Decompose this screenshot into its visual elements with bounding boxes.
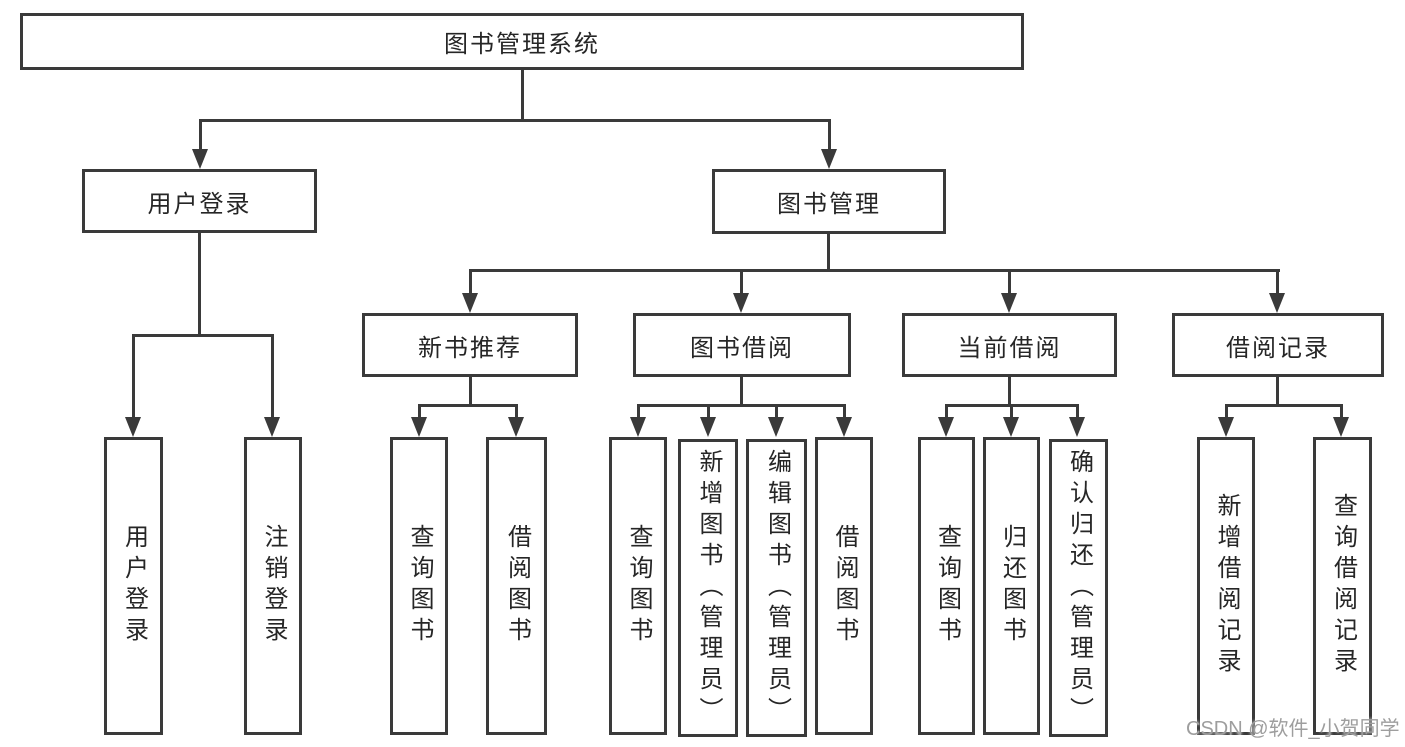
connector-line [828,119,831,151]
arrow-down-icon [125,417,141,437]
node-user-login: 用户登录 [82,169,317,233]
node-book-management: 图书管理 [712,169,946,234]
arrow-down-icon [938,417,954,437]
connector-line [827,234,830,272]
node-label: 查询图书 [625,524,652,648]
arrow-down-icon [1001,293,1017,313]
node-user-login-leaf: 用户登录 [104,437,163,735]
connector-line [515,404,518,419]
connector-line [1276,377,1279,407]
connector-line [418,404,518,407]
node-query-books-current: 查询图书 [918,437,975,735]
arrow-down-icon [733,293,749,313]
node-query-books-borrowing: 查询图书 [609,437,667,735]
node-query-borrow-record: 查询借阅记录 [1313,437,1372,735]
node-label: 图书管理 [777,191,881,218]
node-current-borrowing: 当前借阅 [902,313,1117,377]
node-label: 图书管理系统 [444,31,600,58]
connector-line [775,404,778,419]
arrow-down-icon [1269,293,1285,313]
connector-line [1225,404,1228,419]
connector-line [1008,269,1011,295]
node-label: 查询借阅记录 [1329,493,1357,679]
arrow-down-icon [1069,417,1085,437]
connector-line [1276,269,1279,295]
connector-line [843,404,846,419]
node-logout: 注销登录 [244,437,302,735]
connector-line [271,334,274,419]
node-new-book-recommendation: 新书推荐 [362,313,578,377]
connector-line [637,404,640,419]
connector-line [637,404,846,407]
node-return-books: 归还图书 [983,437,1040,735]
node-confirm-return-admin: 确认归还（管理员） [1049,439,1108,737]
arrow-down-icon [462,293,478,313]
connector-line [521,70,524,121]
node-label: 编辑图书（管理员） [763,448,791,728]
node-add-books-admin: 新增图书（管理员） [678,439,738,737]
connector-line [740,269,743,295]
node-edit-books-admin: 编辑图书（管理员） [746,439,807,737]
connector-line [1225,404,1343,407]
node-label: 查询图书 [406,524,433,648]
connector-line [1008,377,1011,407]
connector-line [1010,404,1013,419]
node-label: 查询图书 [933,524,961,648]
node-label: 借阅图书 [831,524,858,648]
node-library-management-system: 图书管理系统 [20,13,1024,70]
node-label: 用户登录 [120,524,148,648]
connector-line [469,269,1280,272]
connector-line [199,119,831,122]
arrow-down-icon [700,417,716,437]
node-label: 借阅图书 [503,524,531,648]
arrow-down-icon [192,149,208,169]
arrow-down-icon [630,417,646,437]
connector-line [1340,404,1343,419]
csdn-watermark: CSDN @软件_小贺同学 [1186,718,1400,740]
connector-line [132,334,135,419]
connector-line [707,404,710,419]
node-label: 新增图书（管理员） [695,448,722,728]
node-borrow-books-recommend: 借阅图书 [486,437,547,735]
arrow-down-icon [821,149,837,169]
arrow-down-icon [264,417,280,437]
arrow-down-icon [836,417,852,437]
arrow-down-icon [1218,417,1234,437]
arrow-down-icon [1333,417,1349,437]
node-label: 借阅记录 [1226,334,1330,362]
node-borrow-books-borrowing: 借阅图书 [815,437,873,735]
node-label: 归还图书 [998,524,1026,648]
node-label: 新书推荐 [418,334,522,362]
node-label: 当前借阅 [957,334,1062,362]
connector-line [1076,404,1079,419]
node-label: 新增借阅记录 [1213,493,1240,679]
arrow-down-icon [508,417,524,437]
connector-line [198,233,201,337]
node-add-borrow-record: 新增借阅记录 [1197,437,1255,735]
node-query-books-recommend: 查询图书 [390,437,448,735]
connector-line [945,404,948,419]
connector-line [740,377,743,407]
node-label: 图书借阅 [690,334,794,362]
connector-line [469,377,472,407]
arrow-down-icon [411,417,427,437]
node-label: 确认归还（管理员） [1065,448,1093,728]
arrow-down-icon [1003,417,1019,437]
connector-line [132,334,274,337]
node-borrowing-records: 借阅记录 [1172,313,1384,377]
arrow-down-icon [768,417,784,437]
node-book-borrowing: 图书借阅 [633,313,851,377]
node-label: 注销登录 [260,524,287,648]
connector-line [199,119,202,151]
connector-line [418,404,421,419]
connector-line [469,269,472,295]
node-label: 用户登录 [147,190,252,218]
